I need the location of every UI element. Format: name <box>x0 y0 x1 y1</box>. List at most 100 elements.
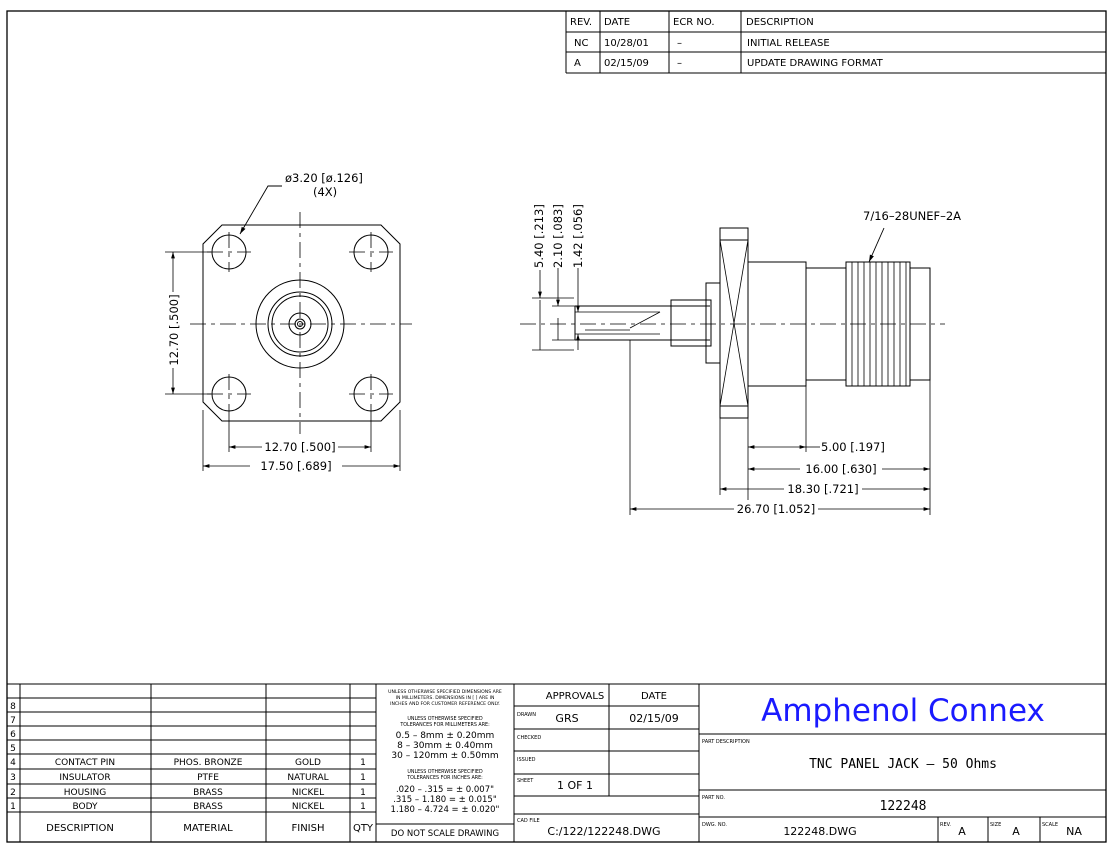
bom-row-number: 2 <box>10 788 16 798</box>
thread-spec-label: 7/16–28UNEF–2A <box>863 209 961 223</box>
bom-cell-material: PHOS. BRONZE <box>174 758 243 768</box>
rev-header-description: DESCRIPTION <box>746 17 814 28</box>
svg-text:CHECKED: CHECKED <box>517 735 541 741</box>
rev-row-2-date: 02/15/09 <box>604 58 649 69</box>
front-dim-height: 12.70 [.500] <box>167 294 181 365</box>
side-dim-v1: 5.40 [.213] <box>532 204 546 268</box>
cad-file-path: C:/122/122248.DWG <box>547 825 660 838</box>
title-area: Amphenol Connex PART DESCRIPTION TNC PAN… <box>702 693 1082 838</box>
hole-diameter-note: ø3.20 [ø.126] <box>285 171 363 185</box>
bom-header-finish: FINISH <box>292 823 325 834</box>
svg-text:DWG. NO.: DWG. NO. <box>702 822 727 828</box>
bom-cell-description: CONTACT PIN <box>55 758 115 768</box>
bom-cell-description: BODY <box>72 802 98 812</box>
bom-cell-qty: 1 <box>360 802 366 812</box>
bom-cell-material: PTFE <box>197 773 219 783</box>
side-dim-h3: 18.30 [.721] <box>787 482 858 496</box>
bom-cell-qty: 1 <box>360 773 366 783</box>
bom-row-number: 4 <box>10 758 16 768</box>
side-dim-h2: 16.00 [.630] <box>805 462 876 476</box>
rev-row-2-ecr: – <box>677 58 682 69</box>
flange-outline <box>202 224 401 422</box>
bom-cell-finish: NATURAL <box>287 773 328 783</box>
side-view <box>520 227 945 515</box>
svg-text:.020 – .315 = ± 0.007": .020 – .315 = ± 0.007" <box>396 785 494 795</box>
bom-header-qty: QTY <box>353 823 374 834</box>
bom-cell-material: BRASS <box>193 788 223 798</box>
svg-text:INCHES AND FOR CUSTOMER REFERE: INCHES AND FOR CUSTOMER REFERENCE ONLY. <box>390 701 500 707</box>
rev-row-1-description: INITIAL RELEASE <box>747 38 830 49</box>
approvals-block: APPROVALS DATE DRAWN GRS 02/15/09 CHECKE… <box>517 691 679 838</box>
do-not-scale-note: DO NOT SCALE DRAWING <box>391 829 499 839</box>
rev-header-rev: REV. <box>570 17 592 28</box>
rev-row-2-description: UPDATE DRAWING FORMAT <box>747 58 884 69</box>
svg-text:.315 – 1.180 = ± 0.015": .315 – 1.180 = ± 0.015" <box>393 795 497 805</box>
svg-text:SIZE: SIZE <box>990 822 1001 828</box>
svg-text:PART DESCRIPTION: PART DESCRIPTION <box>702 739 750 745</box>
tolerance-notes: UNLESS OTHERWISE SPECIFIED DIMENSIONS AR… <box>388 689 502 839</box>
hole-count-note: (4X) <box>313 185 337 199</box>
svg-text:1.180 – 4.724 = ± 0.020": 1.180 – 4.724 = ± 0.020" <box>391 805 500 815</box>
bom-cell-finish: NICKEL <box>292 802 324 812</box>
svg-text:PART NO.: PART NO. <box>702 795 725 801</box>
rev-header-ecr: ECR NO. <box>673 17 715 28</box>
front-view <box>165 185 412 471</box>
svg-text:0.5 – 8mm ± 0.20mm: 0.5 – 8mm ± 0.20mm <box>396 731 495 741</box>
bom-row-number: 3 <box>10 773 16 783</box>
scale-value: NA <box>1066 825 1082 838</box>
bom-cell-description: HOUSING <box>64 788 107 798</box>
drawn-date: 02/15/09 <box>629 712 678 725</box>
side-dim-v3: 1.42 [.056] <box>571 204 585 268</box>
svg-text:DRAWN: DRAWN <box>517 712 536 718</box>
svg-text:30 – 120mm ± 0.50mm: 30 – 120mm ± 0.50mm <box>391 751 498 761</box>
approvals-header: APPROVALS <box>546 691 605 702</box>
svg-text:UNLESS OTHERWISE SPECIFIED: UNLESS OTHERWISE SPECIFIED <box>407 769 483 775</box>
side-dim-v2: 2.10 [.083] <box>551 204 565 268</box>
title-block-grid <box>7 683 1106 842</box>
company-logo: Amphenol Connex <box>761 693 1045 729</box>
revision-table <box>565 11 1106 74</box>
size-value: A <box>1012 825 1020 838</box>
revision-value: A <box>958 825 966 838</box>
bom-header-material: MATERIAL <box>183 823 233 834</box>
bom-row-number: 5 <box>10 744 16 754</box>
svg-text:TOLERANCES FOR INCHES ARE:: TOLERANCES FOR INCHES ARE: <box>406 775 483 781</box>
bom-cell-description: INSULATOR <box>59 773 110 783</box>
bom-row-number: 1 <box>10 802 16 812</box>
drawing-number: 122248.DWG <box>783 825 856 838</box>
svg-text:CAD FILE: CAD FILE <box>517 818 540 824</box>
svg-text:SCALE: SCALE <box>1042 822 1058 828</box>
bom-row-number: 6 <box>10 730 16 740</box>
drawn-by: GRS <box>555 712 578 725</box>
part-number: 122248 <box>880 799 927 814</box>
svg-text:REV.: REV. <box>940 822 951 828</box>
bom-row-number: 8 <box>10 702 16 712</box>
bom-row-number: 7 <box>10 716 16 726</box>
svg-text:TOLERANCES FOR MILLIMETERS ARE: TOLERANCES FOR MILLIMETERS ARE: <box>399 722 490 728</box>
bom-cell-material: BRASS <box>193 802 223 812</box>
sheet-number: 1 OF 1 <box>557 779 593 792</box>
sheet-border <box>6 10 1107 843</box>
part-description: TNC PANEL JACK – 50 Ohms <box>809 757 997 772</box>
bom-cell-finish: GOLD <box>295 758 321 768</box>
rev-row-1-rev: NC <box>574 38 588 49</box>
svg-text:IN MILLIMETERS. DIMENSIONS IN: IN MILLIMETERS. DIMENSIONS IN [ ] ARE IN <box>396 695 495 701</box>
approvals-date-header: DATE <box>641 691 667 702</box>
side-dim-h1: 5.00 [.197] <box>821 440 885 454</box>
rev-row-1-ecr: – <box>677 38 682 49</box>
bom-header-description: DESCRIPTION <box>46 823 114 834</box>
front-dim-hole-spacing: 12.70 [.500] <box>264 440 335 454</box>
front-dim-flange-width: 17.50 [.689] <box>260 459 331 473</box>
bom-cell-qty: 1 <box>360 788 366 798</box>
svg-text:8 – 30mm ± 0.40mm: 8 – 30mm ± 0.40mm <box>397 741 493 751</box>
svg-text:UNLESS OTHERWISE SPECIFIED: UNLESS OTHERWISE SPECIFIED <box>407 716 483 722</box>
bill-of-materials: 8 7 6 5 4 3 2 1 CONTACT PIN PHOS. BRONZE… <box>10 702 374 834</box>
rev-row-2-rev: A <box>574 58 581 69</box>
svg-text:UNLESS OTHERWISE SPECIFIED DIM: UNLESS OTHERWISE SPECIFIED DIMENSIONS AR… <box>388 689 502 695</box>
rev-row-1-date: 10/28/01 <box>604 38 649 49</box>
svg-text:ISSUED: ISSUED <box>517 757 536 763</box>
bom-cell-qty: 1 <box>360 758 366 768</box>
side-dim-h4: 26.70 [1.052] <box>737 502 815 516</box>
rev-header-date: DATE <box>604 17 630 28</box>
